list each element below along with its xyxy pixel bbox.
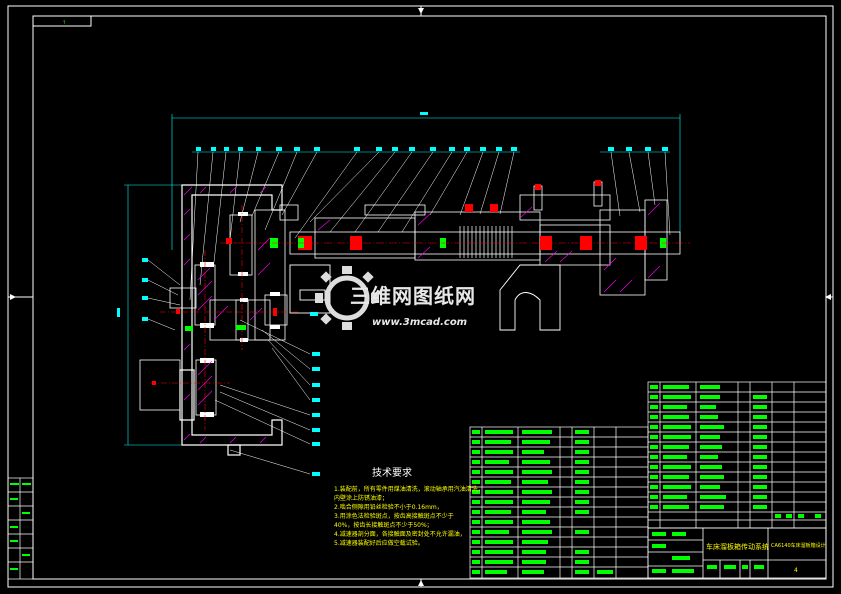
technical-requirement-line: 1.装配前，所有零件用煤油清洗，滚动轴承用汽油清洗， [334,486,484,493]
worm-gear-teeth [459,226,513,258]
technical-requirement-line: 4.减速器剖分面，各接触面及密封处不允许漏油， [334,531,466,538]
red-centerlines-vertical [150,205,300,430]
left-balloon-numbers [142,258,320,476]
technical-requirement-line: 3.用涂色法检验斑点，按齿高接触斑点不少于 [334,513,454,520]
drawing-number-corner: ↑ [62,20,66,26]
technical-requirement-line: 40%，按齿长接触斑点不少于50%； [334,522,433,529]
dimension-lines [124,114,681,446]
watermark-gear-logo [324,275,370,321]
left-revision-block [7,477,34,580]
red-bolt-marks [152,238,277,385]
parts-list-a-entries [472,430,613,574]
title-block-fields [652,532,764,573]
left-leader-lines [147,259,311,475]
technical-requirement-line: 5.减速器装配好后应做空载试验。 [334,540,424,547]
frame-centering-marks [10,8,831,586]
overall-height-dimension [117,308,120,317]
watermark-brand: 三维网图纸网 [350,284,476,308]
parts-list-b-entries [650,385,821,518]
technical-requirement-line: 内壁涂上防锈油漆； [334,495,389,502]
title-block-frame [647,527,827,579]
top-balloon-numbers [196,147,668,151]
title-block-sheet-number: 4 [794,567,798,574]
gear-tooth-blocks [200,212,280,417]
watermark-gear-teeth [315,266,379,330]
housing-hatching [183,186,267,444]
title-block-subtitle: CA6140车床溜板箱设计 [771,543,826,549]
technical-requirement-line: 2.啮合侧隙用铅丝检验不小于0.16mm， [334,504,443,511]
left-revision-ticks [10,483,31,570]
main-shaft-hatching [317,202,661,293]
overall-length-dimension [420,112,428,115]
parts-list-table-b [647,381,827,529]
watermark-url: www.3mcad.com [372,317,468,328]
title-block-drawing-name: 车床溜板箱传动系统 [706,543,769,551]
technical-requirements-title: 技术要求 [372,468,412,479]
